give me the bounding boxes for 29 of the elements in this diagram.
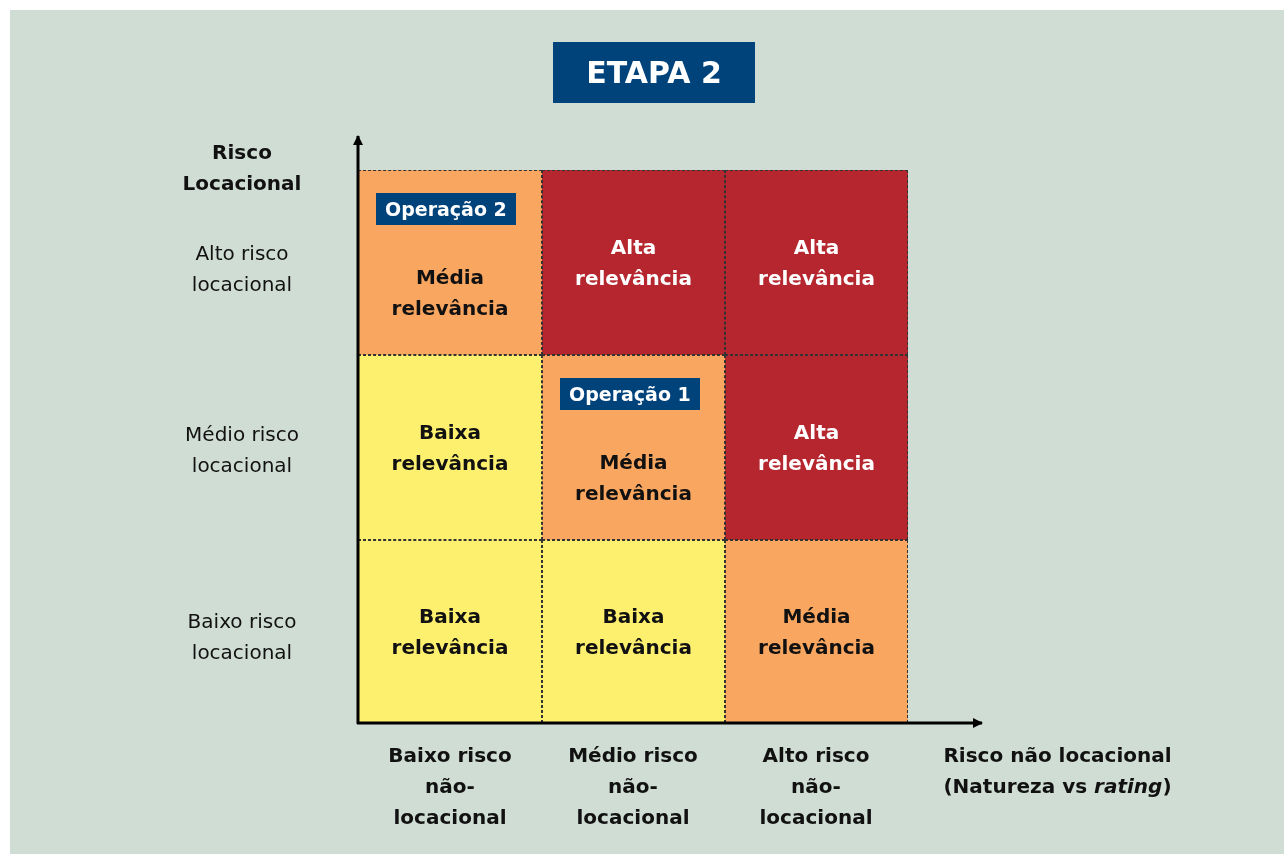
matrix-cell [542, 355, 725, 540]
matrix-cell [725, 355, 908, 540]
row-label: Alto risco locacional [190, 240, 294, 298]
relevance-label: Alta relevância [574, 233, 693, 292]
column-label: Médio risco não-locacional [567, 742, 699, 831]
column-label: Alto risco não-locacional [758, 742, 874, 831]
operation-badge: Operação 2 [376, 193, 516, 225]
row-label: Médio risco locacional [184, 421, 300, 479]
matrix-cell [358, 170, 542, 355]
column-label: Baixo risco não-locacional [387, 742, 513, 831]
matrix-cell [358, 540, 542, 723]
matrix-cell [725, 170, 908, 355]
matrix-cell [542, 540, 725, 723]
relevance-label: Média relevância [757, 602, 876, 661]
matrix-cell [542, 170, 725, 355]
relevance-label: Alta relevância [757, 233, 876, 292]
relevance-label: Média relevância [390, 263, 510, 322]
title-banner: ETAPA 2 [553, 42, 755, 103]
relevance-label: Média relevância [574, 448, 693, 507]
relevance-label: Baixa relevância [574, 602, 693, 661]
relevance-label: Alta relevância [757, 418, 876, 477]
relevance-label: Baixa relevância [390, 602, 510, 661]
matrix-cell [725, 540, 908, 723]
row-label: Baixo risco locacional [186, 608, 298, 666]
relevance-label: Baixa relevância [390, 418, 510, 477]
matrix-cell [358, 355, 542, 540]
operation-badge: Operação 1 [560, 378, 700, 410]
axis-title: Risco não locacional (Natureza vs rating) [942, 742, 1173, 800]
axis-title: Risco Locacional [181, 139, 303, 197]
